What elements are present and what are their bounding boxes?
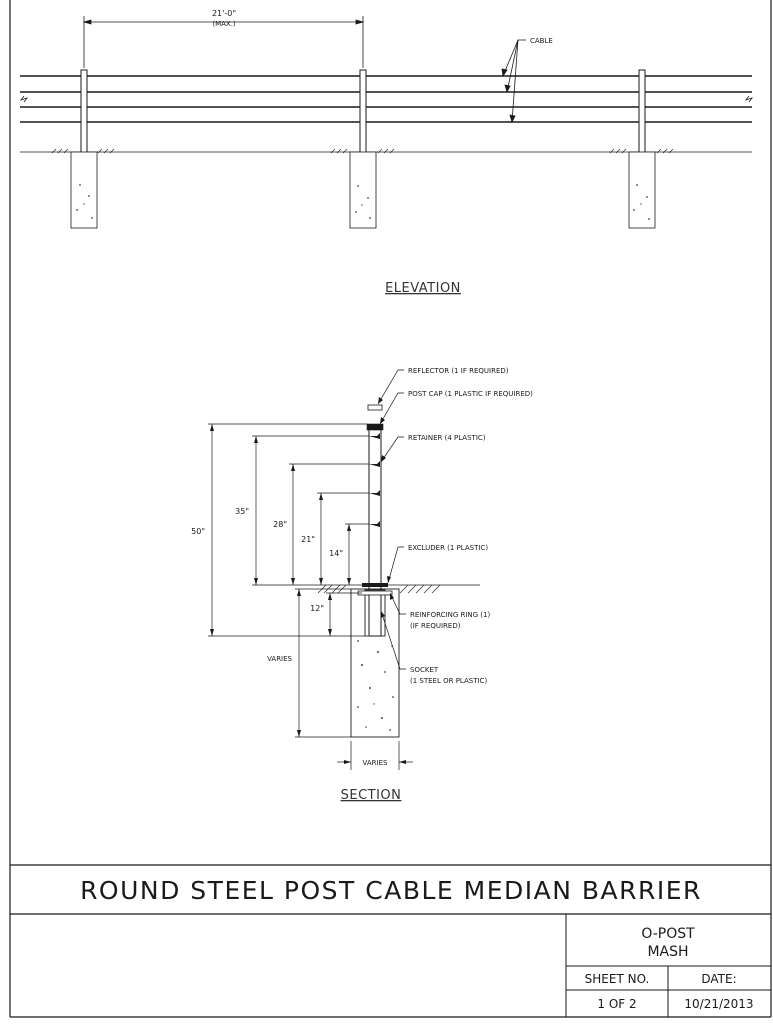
dim-embed: 12" bbox=[310, 604, 324, 613]
callout-reinforcing-ring-note: (IF REQUIRED) bbox=[410, 622, 461, 630]
section-dimension-lines bbox=[208, 423, 413, 770]
reflector bbox=[367, 404, 383, 411]
sheet-border bbox=[9, 0, 772, 1018]
cable-leader bbox=[501, 39, 526, 124]
excluder bbox=[362, 583, 388, 587]
sheet-number-header: SHEET NO. bbox=[585, 972, 650, 986]
cable-break-symbols bbox=[19, 95, 754, 103]
socket bbox=[364, 589, 386, 637]
section-callout-arrowheads bbox=[378, 397, 394, 618]
cable-label: CABLE bbox=[530, 37, 553, 45]
dim-total-height: 50" bbox=[191, 527, 205, 536]
post-spacing-dimension bbox=[82, 16, 365, 68]
post-spacing-label: 21'-0" bbox=[212, 9, 236, 18]
post-type-label: O-POST bbox=[641, 926, 695, 942]
section-dimension-arrows bbox=[210, 424, 406, 764]
retainers bbox=[369, 433, 380, 527]
section-post bbox=[368, 430, 382, 637]
section-callout-leaders bbox=[377, 369, 406, 670]
callout-socket: SOCKET bbox=[410, 666, 439, 674]
title-block bbox=[10, 864, 771, 1017]
criteria-label: MASH bbox=[647, 944, 688, 960]
dim-third-cable: 21" bbox=[301, 535, 315, 544]
callout-reinforcing-ring: REINFORCING RING (1) bbox=[410, 611, 490, 619]
section-title: SECTION bbox=[341, 788, 402, 803]
section-view: 50" 35" 28" 21" 14" 12" VARIES VARIES RE… bbox=[191, 367, 533, 803]
post-3 bbox=[609, 69, 674, 229]
date-value: 10/21/2013 bbox=[684, 997, 753, 1011]
dim-footing-width: VARIES bbox=[363, 759, 388, 767]
callout-reflector: REFLECTOR (1 IF REQUIRED) bbox=[408, 367, 509, 375]
dim-second-cable: 28" bbox=[273, 520, 287, 529]
cable-lines bbox=[20, 75, 752, 123]
elevation-title: ELEVATION bbox=[385, 281, 461, 296]
dim-top-cable: 35" bbox=[235, 507, 249, 516]
sheet-number-value: 1 OF 2 bbox=[597, 997, 636, 1011]
dim-footing-depth: VARIES bbox=[267, 655, 292, 663]
date-header: DATE: bbox=[701, 972, 736, 986]
elevation-view: 21'-0" (MAX.) CABLE bbox=[19, 9, 754, 296]
callout-retainer: RETAINER (4 PLASTIC) bbox=[408, 434, 486, 442]
concrete-footing bbox=[350, 588, 400, 738]
reinforcing-ring bbox=[357, 590, 393, 596]
dim-bottom-cable: 14" bbox=[329, 549, 343, 558]
post-cap bbox=[366, 423, 384, 431]
callout-post-cap: POST CAP (1 PLASTIC IF REQUIRED) bbox=[408, 390, 533, 398]
callout-excluder: EXCLUDER (1 PLASTIC) bbox=[408, 544, 488, 552]
drawing-title: ROUND STEEL POST CABLE MEDIAN BARRIER bbox=[80, 876, 702, 905]
post-2 bbox=[330, 69, 395, 229]
post-spacing-note: (MAX.) bbox=[212, 20, 236, 28]
post-1 bbox=[51, 69, 115, 229]
callout-socket-note: (1 STEEL OR PLASTIC) bbox=[410, 677, 487, 685]
